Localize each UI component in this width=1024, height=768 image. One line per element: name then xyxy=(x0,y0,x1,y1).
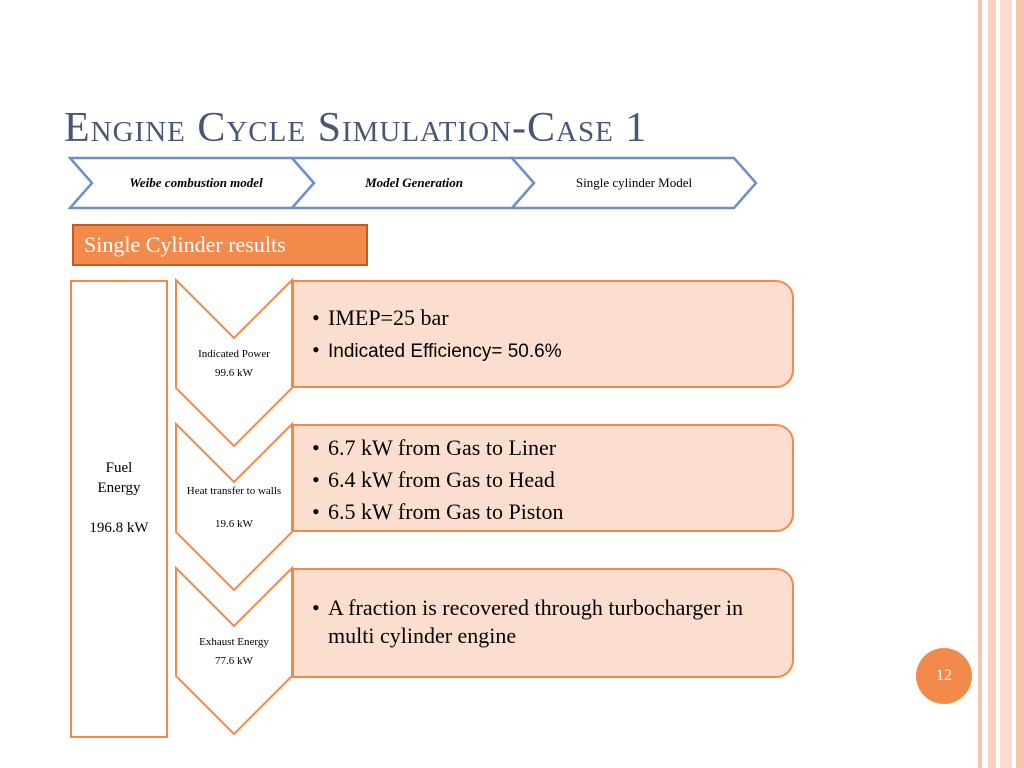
decor-stripe xyxy=(1000,0,1012,768)
indicated-power-value: 99.6 kW xyxy=(215,367,253,379)
step-label-3: Single cylinder Model xyxy=(575,175,693,190)
exhaust-energy-value: 77.6 kW xyxy=(215,655,253,667)
bullet-text: 6.5 kW from Gas to Piston xyxy=(328,499,564,524)
bullet-icon: • xyxy=(312,337,320,362)
fuel-label-line2: Energy xyxy=(97,480,141,496)
step-label-1: Weibe combustion model xyxy=(129,175,263,190)
detail-box-exhaust: • A fraction is recovered through turboch… xyxy=(292,568,794,678)
decor-stripe xyxy=(988,0,996,768)
indicated-power-label: Indicated Power xyxy=(198,348,270,360)
single-cylinder-results-label: Single Cylinder results xyxy=(72,224,368,266)
split-shape-indicated-power xyxy=(175,277,293,448)
fuel-label-line1: Fuel xyxy=(105,460,133,476)
detail-box-indicated-power: • IMEP=25 bar • Indicated Efficiency= 50.6… xyxy=(292,280,794,388)
detail-box-heat-transfer: • 6.7 kW from Gas to Liner • 6.4 kW from G… xyxy=(292,424,794,532)
bullet-icon: • xyxy=(312,467,320,492)
bullet-text: A fraction is recovered through turbocha… xyxy=(328,595,744,648)
heat-transfer-label: Heat transfer to walls xyxy=(186,485,282,497)
bullet-icon: • xyxy=(312,595,320,620)
chevron-step-3 xyxy=(509,156,758,210)
bullet-text: 6.7 kW from Gas to Liner xyxy=(328,435,557,460)
heat-transfer-value: 19.6 kW xyxy=(215,518,253,530)
detail-bullet: • 6.4 kW from Gas to Head xyxy=(294,464,792,496)
decor-stripe xyxy=(978,0,982,768)
exhaust-energy-label: Exhaust Energy xyxy=(199,636,269,648)
detail-bullet: • IMEP=25 bar xyxy=(294,302,792,334)
bullet-text: IMEP=25 bar xyxy=(328,305,449,330)
detail-bullet: • Indicated Efficiency= 50.6% xyxy=(294,334,792,368)
bullet-icon: • xyxy=(312,305,320,330)
split-shape-heat-transfer xyxy=(175,421,293,592)
decor-stripe xyxy=(1016,0,1024,768)
detail-bullet: • 6.5 kW from Gas to Piston xyxy=(294,496,792,528)
detail-bullet: • 6.7 kW from Gas to Liner xyxy=(294,432,792,464)
page-number-badge: 12 xyxy=(916,648,972,704)
bullet-text: 6.4 kW from Gas to Head xyxy=(328,467,555,492)
process-chevrons xyxy=(68,156,758,210)
slide-title: Engine Cycle Simulation-Case 1 xyxy=(64,105,648,151)
step-label-2: Model Generation xyxy=(365,175,463,190)
bullet-text: Indicated Efficiency= 50.6% xyxy=(328,341,562,362)
detail-bullet: • A fraction is recovered through turboch… xyxy=(294,594,792,650)
fuel-value: 196.8 kW xyxy=(89,520,149,536)
bullet-icon: • xyxy=(312,499,320,524)
bullet-icon: • xyxy=(312,435,320,460)
fuel-energy-box xyxy=(70,280,168,738)
split-shape-exhaust xyxy=(175,565,293,736)
